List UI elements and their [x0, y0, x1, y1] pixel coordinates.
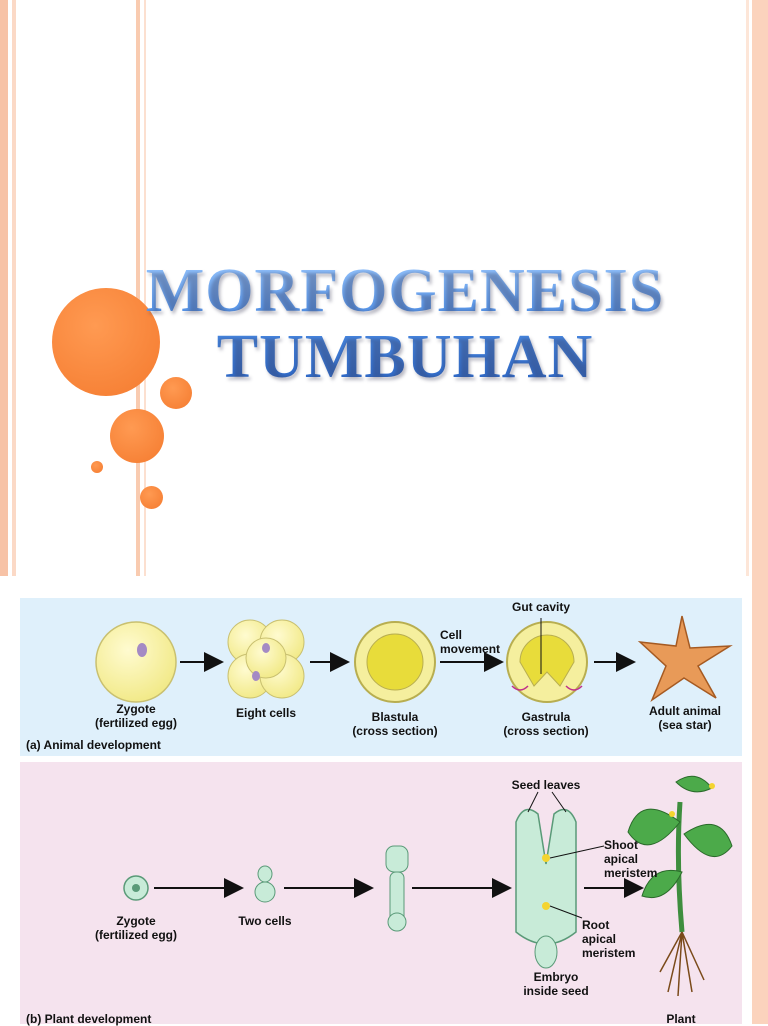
decorative-circle [140, 486, 163, 509]
title-line-1: MORFOGENESIS [145, 257, 665, 325]
two-cells-label: Two cells [238, 914, 292, 928]
root-meristem-label: Root apical meristem [582, 918, 636, 960]
decorative-circle [91, 461, 103, 473]
left-stripe [136, 0, 140, 576]
blastula-label: Blastula (cross section) [352, 710, 438, 738]
embryo-inside-seed-label: Embryo inside seed [523, 970, 589, 998]
eight-cells-embryo [227, 619, 305, 699]
early-embryo [385, 845, 409, 932]
gut-cavity-label: Gut cavity [511, 600, 571, 614]
seed-leaves-label: Seed leaves [511, 778, 581, 792]
shoot-meristem-label: Shoot apical meristem [604, 838, 658, 880]
root-meristem-dot [542, 902, 550, 910]
plant-development-diagram [123, 775, 733, 997]
slide-title: MORFOGENESIS TUMBUHAN [140, 258, 670, 390]
sea-star [637, 615, 733, 703]
left-stripe [144, 0, 146, 576]
shoot-meristem-dot [542, 854, 550, 862]
adult-plant [627, 775, 733, 997]
right-stripe [752, 0, 768, 1024]
right-stripe [746, 0, 749, 1024]
embryo-inside-seed [515, 791, 605, 969]
animal-development-diagram [95, 615, 733, 703]
gastrula-label: Gastrula (cross section) [503, 710, 589, 738]
title-line-2: TUMBUHAN [216, 323, 594, 391]
plant-development-caption: (b) Plant development [26, 1012, 152, 1026]
decorative-circle [160, 377, 192, 409]
two-cells-embryo [254, 865, 276, 903]
eight-cells-label: Eight cells [235, 706, 297, 720]
decorative-circle-large [52, 288, 160, 396]
animal-development-caption: (a) Animal development [26, 738, 161, 752]
decorative-circle [110, 409, 164, 463]
adult-animal-label: Adult animal (sea star) [648, 704, 721, 732]
zygote-cell [95, 621, 177, 703]
left-stripe [12, 0, 16, 576]
plant-zygote-label: Zygote (fertilized egg) [94, 914, 177, 942]
left-stripe [0, 0, 8, 576]
zygote-nucleus [137, 643, 147, 657]
animal-zygote-label: Zygote (fertilized egg) [94, 702, 177, 730]
plant-label: Plant [666, 1012, 696, 1026]
cell-movement-label: Cell movement [440, 628, 501, 656]
